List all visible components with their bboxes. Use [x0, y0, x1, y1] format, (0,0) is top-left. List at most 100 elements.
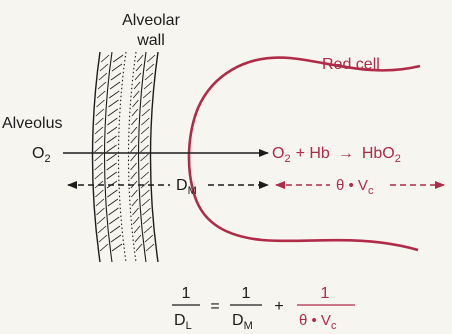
wall-hatch-mark: [98, 234, 108, 243]
wall-hatch-mark: [109, 81, 121, 90]
wall-hatch-mark: [140, 144, 149, 153]
wall-hatch-mark: [131, 189, 138, 198]
wall-hatch-mark: [108, 99, 119, 108]
wall-hatch-mark: [132, 207, 139, 216]
wall-hatch-mark: [131, 117, 138, 126]
wall-hatch-mark: [110, 72, 122, 81]
wall-hatch-mark: [145, 243, 155, 252]
wall-hatch-mark: [144, 72, 154, 81]
wall-dotted-line: [127, 51, 137, 263]
wall-hatch-mark: [111, 243, 123, 252]
wall-hatch-mark: [130, 126, 138, 135]
wall-hatch-mark: [143, 81, 153, 90]
alveolar-wall-label-line1: Alveolar: [122, 12, 180, 29]
wall-hatch-mark: [133, 81, 141, 90]
wall-hatch-mark: [143, 225, 153, 234]
wall-hatch-mark: [95, 108, 105, 117]
wall-hatch-mark: [130, 171, 138, 180]
wall-hatch-mark: [107, 117, 118, 126]
wall-hatch-mark: [133, 225, 141, 234]
wall-hatch-mark: [94, 162, 103, 171]
eq-numerator-mid: 1: [242, 285, 251, 302]
wall-hatch-mark: [146, 54, 156, 63]
wall-layer-line: [103, 51, 113, 263]
wall-hatch-mark: [112, 54, 124, 63]
wall-hatch-mark: [141, 189, 150, 198]
wall-hatch-mark: [140, 153, 149, 162]
wall-hatch-mark: [140, 135, 149, 144]
wall-hatch-mark: [107, 198, 119, 207]
wall-hatch-mark: [140, 126, 150, 135]
wall-hatch-mark: [94, 153, 103, 162]
red-cell-label: Red cell: [322, 56, 380, 73]
theta-vc-label: θ • Vc: [336, 177, 374, 197]
wall-hatch-mark: [95, 198, 105, 207]
wall-hatch-mark: [141, 108, 151, 117]
wall-hatch-mark: [94, 135, 103, 144]
wall-hatch-mark: [141, 198, 151, 207]
o2-label: O2: [32, 145, 51, 165]
eq-numerator-left: 1: [182, 285, 191, 302]
wall-hatch-mark: [107, 108, 119, 117]
wall-hatch-mark: [94, 144, 103, 153]
wall-hatch-mark: [111, 63, 123, 72]
wall-hatch-mark: [142, 207, 151, 216]
wall-hatch-mark: [94, 171, 103, 180]
wall-hatch-mark: [131, 108, 139, 117]
diffusing-capacity-equation: 1 DL = 1 DM + 1 θ • Vc: [172, 285, 355, 332]
wall-hatch-mark: [140, 171, 149, 180]
wall-hatch-mark: [145, 63, 155, 72]
reaction-equation: O2+ Hb→HbO2: [272, 145, 401, 165]
dm-label: DM: [176, 177, 197, 197]
wall-hatch-mark: [94, 126, 104, 135]
wall-hatch-mark: [97, 225, 107, 234]
wall-hatch-mark: [108, 216, 120, 225]
wall-hatch-mark: [130, 135, 138, 144]
eq-dl: DL: [174, 312, 192, 332]
wall-hatch-mark: [130, 144, 137, 153]
wall-hatch-mark: [97, 81, 107, 90]
wall-hatch-mark: [132, 99, 139, 108]
wall-hatch-mark: [95, 117, 104, 126]
wall-hatch-mark: [134, 72, 142, 81]
wall-hatch-mark: [100, 54, 110, 63]
wall-hatching: [94, 54, 156, 252]
wall-layer-line: [137, 51, 147, 263]
wall-hatch-mark: [140, 162, 149, 171]
wall-hatch-mark: [96, 207, 105, 216]
wall-hatch-mark: [106, 135, 117, 144]
alveolar-wall-label-line2: wall: [136, 32, 165, 49]
red-cell-membrane: [187, 56, 421, 252]
wall-hatch-mark: [99, 63, 109, 72]
eq-dm: DM: [232, 312, 253, 332]
eq-numerator-right: 1: [321, 285, 330, 302]
wall-hatch-mark: [96, 99, 105, 108]
wall-hatch-mark: [96, 216, 106, 225]
wall-hatch-mark: [106, 126, 118, 135]
wall-hatch-mark: [108, 207, 119, 216]
wall-hatch-mark: [140, 180, 150, 189]
wall-hatch-mark: [106, 153, 117, 162]
wall-hatch-mark: [135, 243, 143, 252]
wall-hatch-mark: [132, 90, 140, 99]
wall-hatch-mark: [136, 54, 144, 63]
wall-hatch-mark: [130, 162, 137, 171]
wall-outer-edge: [91, 51, 101, 263]
eq-theta-vc: θ • Vc: [299, 312, 337, 332]
wall-hatch-mark: [142, 99, 151, 108]
wall-hatch-mark: [106, 144, 117, 153]
wall-hatch-mark: [108, 90, 120, 99]
wall-hatch-mark: [107, 189, 118, 198]
wall-hatch-mark: [132, 216, 140, 225]
wall-hatch-mark: [99, 243, 109, 252]
wall-hatch-mark: [131, 198, 139, 207]
wall-hatch-mark: [142, 216, 152, 225]
wall-inner-edge: [149, 51, 159, 263]
wall-hatch-mark: [135, 63, 143, 72]
wall-hatch-mark: [144, 234, 154, 243]
wall-hatch-mark: [95, 189, 104, 198]
alveolus-label: Alveolus: [2, 115, 62, 132]
alveolar-wall: [91, 51, 159, 263]
wall-hatch-mark: [141, 117, 150, 126]
